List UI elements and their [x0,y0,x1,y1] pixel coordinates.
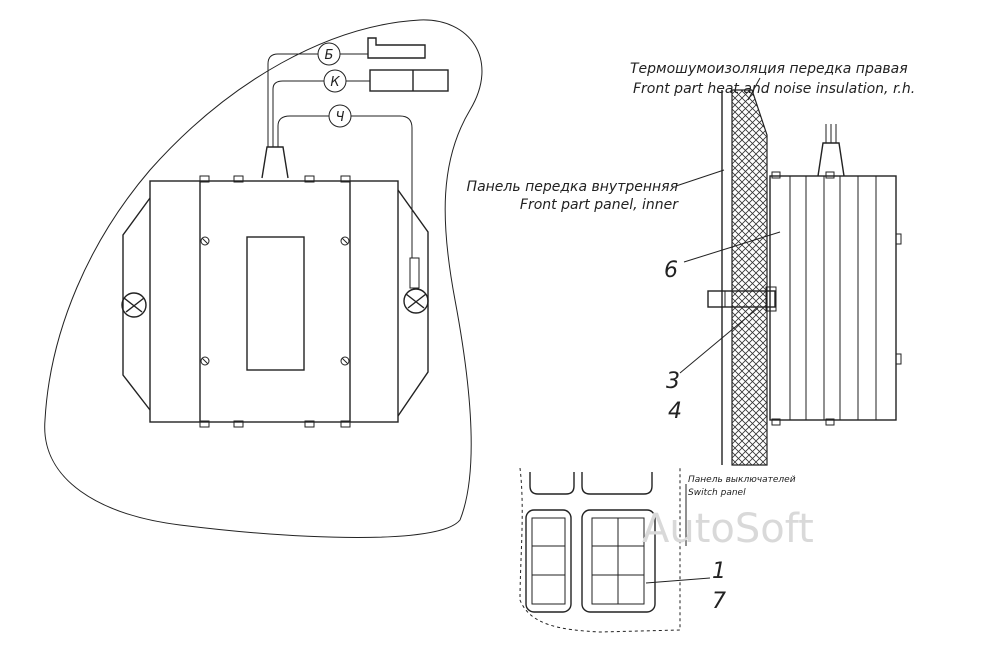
wire-marker-ch: Ч [328,104,352,128]
callout-3: 3 [666,369,680,394]
screw-icon [200,236,350,366]
svg-text:К: К [330,75,340,90]
heater-unit [121,146,429,428]
switch-panel-label-en: Switch panel [688,488,746,498]
wire-marker-b: Б [317,42,341,66]
switch-panel-detail [519,467,711,633]
panel-label-ru: Панель передка внутренняя [467,179,678,195]
insulation-label-ru: Термошумоизоляция передка правая [630,61,908,77]
insulation-section [721,89,768,466]
switch-panel-label-ru: Панель выключателей [688,475,796,485]
callout-1: 1 [712,559,726,584]
detail-outline [44,19,483,538]
svg-text:Б: Б [325,48,334,63]
heater-window [246,236,305,371]
wire-connector-k [369,69,449,92]
bolt-icon [121,288,429,318]
leader-lines [675,77,781,374]
callout-6: 6 [664,258,678,283]
watermark: AutoSoft [642,506,814,552]
wire-harness [267,53,413,258]
wire-connector-b [367,37,426,59]
callout-7: 7 [712,589,726,614]
heater-section [707,124,902,426]
callout-4: 4 [668,399,682,424]
svg-text:Ч: Ч [336,110,345,125]
insulation-label-en: Front part heat and noise insulation, r.… [633,81,915,97]
wire-marker-k: К [323,69,347,93]
panel-label-en: Front part panel, inner [520,197,679,213]
